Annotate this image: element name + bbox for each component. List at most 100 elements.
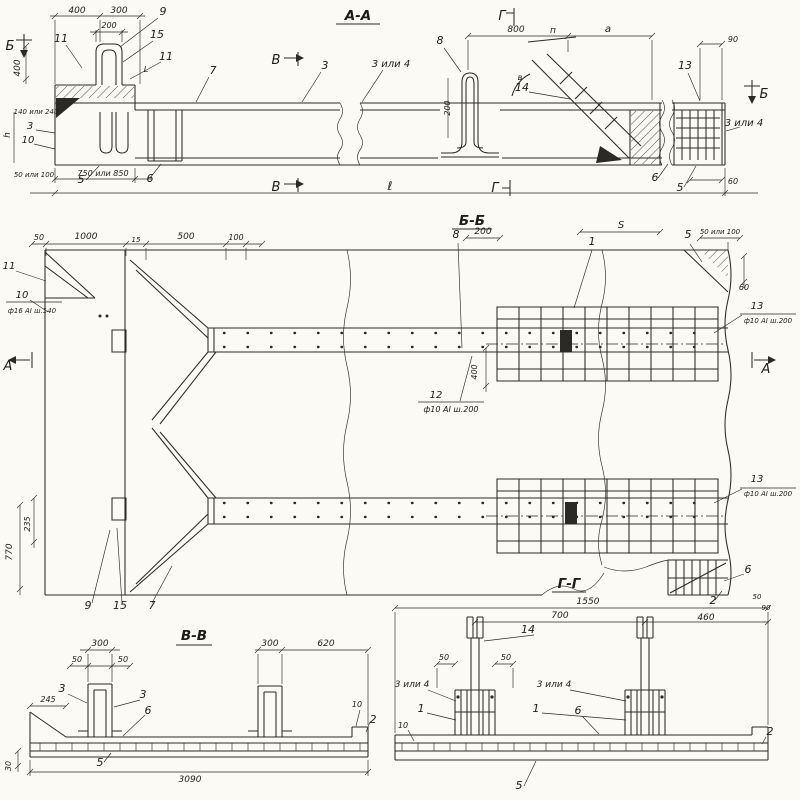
callout-label: 13 bbox=[751, 301, 764, 312]
hatch-fill bbox=[631, 111, 660, 164]
marker-label: В bbox=[272, 53, 281, 68]
section-vv-linework bbox=[14, 646, 372, 776]
dim-label: в bbox=[518, 73, 523, 82]
title-underlines bbox=[176, 23, 586, 646]
dim-label: 460 bbox=[697, 613, 714, 623]
dim-label: 300 bbox=[110, 6, 127, 16]
dim-label: ℓ bbox=[387, 179, 393, 193]
leader-lines bbox=[67, 693, 371, 763]
callout-label: 6 bbox=[145, 704, 152, 717]
marker-label: В bbox=[272, 180, 281, 195]
callout-label: 5 bbox=[685, 228, 692, 241]
section-gg-linework bbox=[391, 604, 772, 787]
leader-lines bbox=[15, 242, 745, 604]
callout-label: 6 bbox=[652, 171, 659, 184]
hatch-fill bbox=[700, 250, 728, 278]
slab-outline bbox=[29, 683, 369, 758]
callout-label: 10 bbox=[22, 135, 35, 146]
callout-label: 1 bbox=[589, 235, 596, 248]
right-end-mesh bbox=[629, 103, 723, 165]
section-cut-marks bbox=[14, 352, 770, 368]
callout-label: 6 bbox=[147, 172, 154, 185]
stud-dot bbox=[626, 695, 630, 699]
callout-label: 3 или 4 bbox=[395, 680, 430, 690]
dim-label: 235 bbox=[23, 516, 32, 531]
embedded-plate bbox=[560, 330, 572, 352]
callout-label: 7 bbox=[210, 64, 217, 77]
note-label: ф16 АI ш.140 bbox=[8, 307, 57, 315]
callout-label: 3 bbox=[140, 688, 147, 701]
dim-label: h bbox=[3, 132, 13, 138]
section-title-bb: Б-Б bbox=[459, 213, 485, 229]
dim-label: 10 bbox=[352, 700, 362, 709]
callout-label: 12 bbox=[430, 390, 443, 401]
callout-label: 6 bbox=[745, 563, 752, 576]
dim-label: 245 bbox=[40, 695, 55, 704]
anchor-group bbox=[624, 616, 666, 735]
callout-label: 11 bbox=[159, 50, 173, 63]
slab-outline bbox=[394, 726, 769, 761]
dim-label: 90 bbox=[762, 604, 771, 612]
callout-label: 2 bbox=[710, 594, 717, 607]
callout-label: 13 bbox=[678, 59, 692, 72]
dim-label: а bbox=[605, 24, 611, 35]
dim-label: 50 или 100 bbox=[14, 171, 55, 179]
section-title-gg: Г-Г bbox=[558, 576, 582, 592]
brace-foot bbox=[596, 146, 622, 163]
stud-dot bbox=[456, 695, 460, 699]
dim-label: 50 bbox=[439, 653, 449, 662]
slab-mesh-ticks bbox=[401, 743, 755, 751]
plan-outline bbox=[44, 249, 732, 596]
leader-lines bbox=[33, 17, 741, 188]
callout-label: 11 bbox=[54, 32, 68, 45]
break-lines bbox=[337, 99, 675, 166]
stud-dot bbox=[105, 314, 109, 318]
lifting-hat-and-loops bbox=[95, 43, 183, 162]
callout-label: 15 bbox=[150, 28, 164, 41]
dim-label: 750 или 850 bbox=[77, 169, 128, 178]
section-aa-linework bbox=[13, 8, 760, 197]
marker-label: Г bbox=[498, 9, 507, 24]
slab-mesh-ticks bbox=[39, 743, 361, 751]
dim-label: 770 bbox=[5, 543, 15, 560]
callout-label: 11 bbox=[3, 261, 16, 272]
stud-dot-rows bbox=[222, 331, 712, 519]
dim-label: 400 bbox=[68, 6, 85, 16]
dim-label: S bbox=[618, 220, 625, 231]
dim-label: 3090 bbox=[179, 775, 202, 785]
dimension-ticks bbox=[22, 12, 729, 197]
dimension-ticks bbox=[391, 604, 772, 668]
callout-label: 3 bbox=[27, 121, 33, 132]
callout-label: 14 bbox=[521, 623, 535, 636]
dimension-lines bbox=[6, 231, 796, 595]
callout-label: 3 или 4 bbox=[537, 680, 572, 690]
diagonal-brace bbox=[511, 36, 642, 159]
dim-label: 300 bbox=[91, 639, 108, 649]
section-bb-linework bbox=[6, 228, 796, 604]
hatch-fill bbox=[56, 98, 80, 118]
dim-label: 140 или 240 bbox=[14, 108, 59, 116]
dim-label: 50 bbox=[34, 233, 44, 242]
dimension-lines bbox=[394, 607, 769, 733]
dim-label: 400 bbox=[470, 364, 479, 379]
dim-label: 620 bbox=[317, 639, 334, 649]
dim-label: L bbox=[144, 65, 148, 74]
dim-label: 400 bbox=[13, 59, 23, 76]
callout-label: 1 bbox=[533, 702, 540, 715]
marker-label: А bbox=[761, 362, 771, 377]
callout-label: 1 bbox=[418, 702, 425, 715]
section-title-vv: В-В bbox=[181, 628, 207, 644]
callout-label: 13 bbox=[751, 474, 764, 485]
dimension-lines bbox=[13, 15, 758, 196]
dim-label: 200 bbox=[101, 21, 116, 30]
section-title-aa: А-А bbox=[344, 8, 372, 24]
callout-label: 9 bbox=[85, 599, 92, 612]
callout-label: 15 bbox=[113, 599, 127, 612]
note-label: ф10 АI ш.200 bbox=[744, 317, 793, 325]
note-label: ф10 АI ш.200 bbox=[744, 490, 793, 498]
marker-label: А bbox=[3, 359, 13, 374]
mesh-centerlines bbox=[486, 343, 726, 517]
dim-label: 50 bbox=[501, 653, 511, 662]
dim-label: 1000 bbox=[75, 232, 98, 242]
